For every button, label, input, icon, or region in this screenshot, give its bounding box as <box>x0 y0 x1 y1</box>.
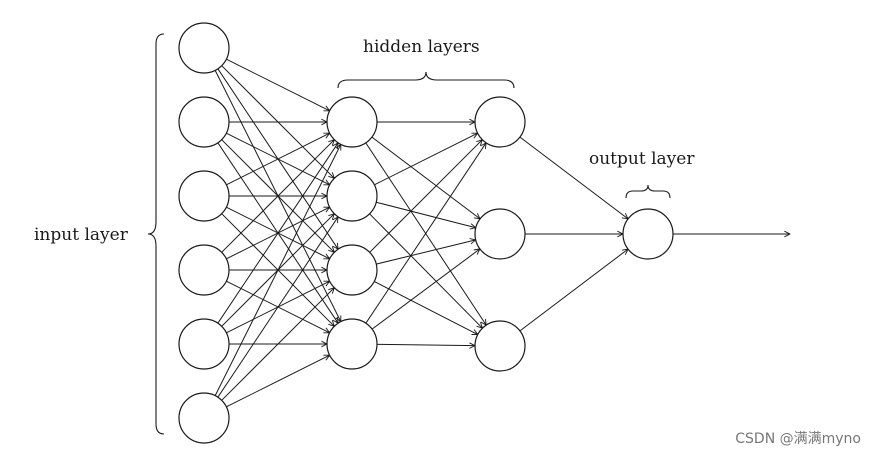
edge-l0-n4-to-n0 <box>217 143 338 324</box>
edge-l1-n3-to-n0 <box>365 143 486 324</box>
hidden-1-neuron-3 <box>326 244 378 296</box>
output-neuron-1 <box>622 208 674 260</box>
edge-l1-n2-to-n0 <box>369 140 483 253</box>
edge-l0-n5-to-n0 <box>214 144 341 396</box>
hidden-1-neuron-1 <box>326 96 378 148</box>
edge-l1-n3-to-n2 <box>376 344 475 345</box>
edge-l1-n1-to-n1 <box>376 201 476 228</box>
edge-l1-n0-to-n2 <box>365 142 486 325</box>
edge-l2-n0-to-n0 <box>519 136 628 219</box>
input-neuron-1 <box>178 22 230 74</box>
edge-l0-n0-to-n0 <box>226 58 329 111</box>
output-layer-label: output layer <box>589 149 695 169</box>
input-neuron-6 <box>178 392 230 444</box>
edge-l1-n0-to-n1 <box>371 136 480 219</box>
input-neuron-4 <box>178 244 230 296</box>
connections <box>214 58 790 408</box>
hidden-2-neuron-3 <box>474 320 526 372</box>
watermark: CSDN @满满myno <box>735 431 861 447</box>
input-neuron-3 <box>178 170 230 222</box>
hidden-2-neuron-2 <box>474 208 526 260</box>
edge-l0-n2-to-n0 <box>226 133 329 186</box>
edge-l1-n1-to-n0 <box>374 133 477 186</box>
hidden-2-neuron-1 <box>474 96 526 148</box>
output-layer-brace <box>625 184 671 199</box>
edge-l0-n5-to-n3 <box>226 355 329 408</box>
edge-l0-n5-to-n1 <box>217 217 338 398</box>
edge-l1-n2-to-n1 <box>376 240 475 265</box>
hidden-layers-label: hidden layers <box>363 37 480 57</box>
edge-l1-n3-to-n1 <box>371 249 480 330</box>
edge-l1-n2-to-n2 <box>374 280 478 334</box>
input-layer-brace <box>147 33 165 435</box>
edge-l1-n1-to-n2 <box>369 213 483 328</box>
edge-l2-n2-to-n0 <box>519 249 628 332</box>
input-layer-label: input layer <box>34 225 129 245</box>
hidden-1-neuron-2 <box>326 170 378 222</box>
edge-l0-n5-to-n2 <box>221 288 335 401</box>
hidden-layers-brace <box>337 71 515 89</box>
input-neuron-2 <box>178 96 230 148</box>
neurons <box>178 22 674 444</box>
hidden-1-neuron-4 <box>326 318 378 370</box>
edge-l0-n3-to-n0 <box>221 140 335 253</box>
input-neuron-5 <box>178 318 230 370</box>
